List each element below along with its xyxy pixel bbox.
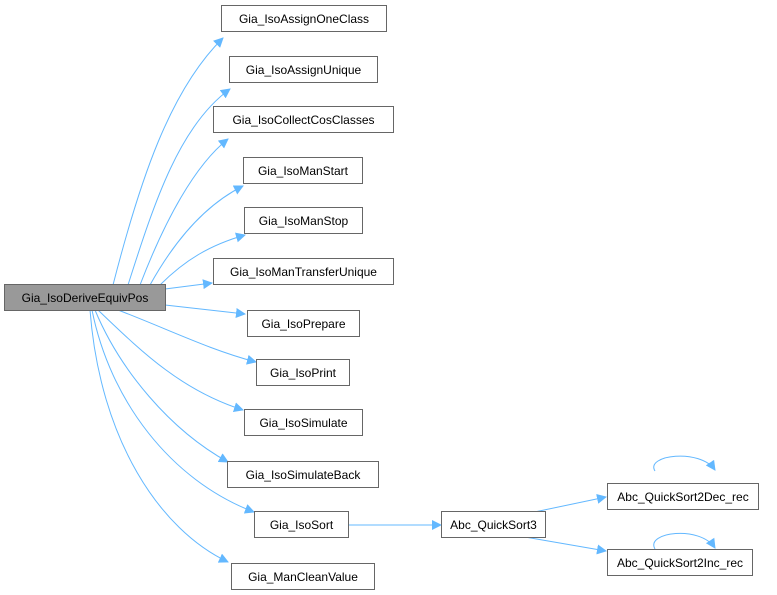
node-callee[interactable]: Gia_IsoSimulate bbox=[244, 409, 363, 436]
node-callee[interactable]: Gia_IsoPrint bbox=[256, 359, 350, 386]
edge-to-mancleanvalue bbox=[89, 309, 229, 563]
node-callee[interactable]: Gia_IsoManStart bbox=[243, 157, 363, 184]
edge-dec-self bbox=[653, 455, 716, 472]
edge-to-collectcosclasses bbox=[139, 138, 229, 286]
edge-quicksort3-to-inc bbox=[524, 536, 607, 555]
node-callee[interactable]: Gia_IsoPrepare bbox=[247, 310, 360, 337]
node-callee[interactable]: Gia_IsoAssignUnique bbox=[229, 56, 378, 83]
node-quicksort2inc[interactable]: Abc_QuickSort2Inc_rec bbox=[607, 549, 753, 576]
node-quicksort2dec[interactable]: Abc_QuickSort2Dec_rec bbox=[607, 483, 759, 510]
edge-inc-self bbox=[653, 532, 716, 550]
node-root[interactable]: Gia_IsoDeriveEquivPos bbox=[4, 284, 166, 311]
edge-to-assignoneclass bbox=[112, 37, 224, 286]
edge-to-manstop bbox=[159, 232, 246, 286]
edge-to-mantransferunique bbox=[164, 279, 213, 290]
edge-to-manstart bbox=[149, 185, 244, 286]
edge-to-prepare bbox=[164, 304, 246, 318]
node-callee[interactable]: Gia_ManCleanValue bbox=[231, 563, 375, 590]
edge-to-print bbox=[117, 309, 257, 365]
edge-to-assignunique bbox=[127, 88, 231, 286]
node-quicksort3[interactable]: Abc_QuickSort3 bbox=[441, 511, 546, 538]
node-callee[interactable]: Gia_IsoAssignOneClass bbox=[221, 5, 387, 32]
edge-to-sort bbox=[91, 309, 255, 514]
edge-to-simulateback bbox=[94, 309, 229, 463]
node-callee[interactable]: Gia_IsoSimulateBack bbox=[227, 461, 379, 488]
node-callee[interactable]: Gia_IsoCollectCosClasses bbox=[213, 106, 394, 133]
edge-to-simulate bbox=[97, 309, 244, 413]
node-callee[interactable]: Gia_IsoManTransferUnique bbox=[213, 258, 394, 285]
node-callee[interactable]: Gia_IsoSort bbox=[254, 511, 349, 538]
node-callee[interactable]: Gia_IsoManStop bbox=[244, 207, 363, 234]
